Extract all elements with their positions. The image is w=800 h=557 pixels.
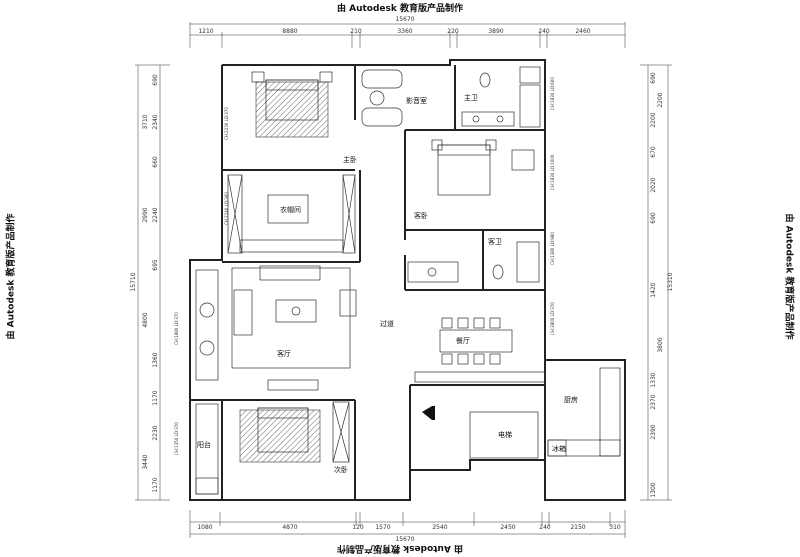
- second-bed: [239, 401, 350, 463]
- guest-bath-fixtures: [407, 241, 540, 283]
- ch-note: CH:1350 LD:370: [174, 422, 179, 455]
- dim-left: 3710: [142, 114, 149, 129]
- dim-left: 2230: [152, 425, 159, 440]
- dim-right: 2200: [657, 92, 664, 107]
- living-furniture: [195, 265, 357, 391]
- dim-bottom: 2540: [432, 524, 447, 531]
- ch-note: CH:3800 LD:370: [550, 302, 555, 335]
- dim-right: 670: [650, 146, 657, 158]
- room-label-living: 客厅: [277, 349, 291, 358]
- dim-bottom: 2150: [570, 524, 585, 531]
- dim-top: 1210: [198, 28, 213, 35]
- master-bath-fixtures: [461, 66, 541, 128]
- room-label-balcony: 阳台: [197, 440, 211, 449]
- dim-bottom: 240: [539, 524, 551, 531]
- room-label-master-bath: 主卫: [464, 93, 478, 102]
- dim-right: 3800: [657, 337, 664, 352]
- dim-left: 2240: [152, 207, 159, 222]
- dim-bottom: 120: [352, 524, 364, 531]
- dim-right: 2200: [650, 112, 657, 127]
- dim-right: 1300: [650, 482, 657, 497]
- right-dimensions: 15310 690 2200 2200 670 2020 690 1420 38…: [640, 64, 674, 501]
- ch-note: CH:1880 LD:370: [174, 312, 179, 345]
- dim-top: 8880: [282, 28, 297, 35]
- top-dimensions: 15670 1210 8880 210 3360 220 3890 240 24…: [189, 16, 626, 48]
- balcony-rail: [195, 403, 219, 495]
- dim-left-total: 15710: [130, 272, 137, 291]
- dim-left: 695: [152, 259, 159, 271]
- dim-left: 1170: [152, 390, 159, 405]
- dim-right: 690: [650, 212, 657, 224]
- dim-right: 2370: [650, 394, 657, 409]
- dining-table: [414, 317, 546, 383]
- room-label-guest-bed: 客卧: [414, 211, 428, 220]
- theater-furniture: [361, 69, 403, 127]
- watermark-top: 由 Autodesk 教育版产品制作: [336, 4, 463, 14]
- dim-right: 1420: [650, 282, 657, 297]
- room-label-master-bed: 主卧: [343, 155, 357, 164]
- dim-top: 3360: [397, 28, 412, 35]
- dim-bottom-total: 15670: [395, 536, 414, 543]
- ceiling-annotations: CH:2230 LD:370 CH:2240 LD:360 CH:1830 LD…: [174, 77, 555, 455]
- dim-top-total: 15670: [395, 16, 414, 23]
- bottom-dimensions: 1080 4870 120 1570 2540 2450 240 2150 31…: [189, 510, 626, 543]
- dim-top: 220: [447, 28, 459, 35]
- ch-note: CH:2230 LD:370: [224, 107, 229, 140]
- dim-top: 210: [350, 28, 362, 35]
- elevator-shaft: [422, 406, 539, 459]
- dim-left: 690: [152, 74, 159, 86]
- dim-left: 2990: [142, 207, 149, 222]
- room-labels: 主卧 衣帽间 影音室 主卫 客卧 客卫 客厅 过道 餐厅 厨房 电梯 阳台 次卧…: [197, 93, 578, 474]
- dim-right: 1330: [650, 372, 657, 387]
- dim-left: 1360: [152, 352, 159, 367]
- room-label-elevator: 电梯: [498, 430, 512, 439]
- room-label-corridor: 过道: [380, 319, 394, 328]
- dim-left: 1170: [152, 477, 159, 492]
- dim-bottom: 4870: [282, 524, 297, 531]
- room-label-second-bed: 次卧: [334, 465, 348, 474]
- room-label-kitchen: 厨房: [564, 395, 578, 404]
- dim-top: 3890: [488, 28, 503, 35]
- dim-bottom: 2450: [500, 524, 515, 531]
- ch-note: CH:1380 LD:980: [550, 232, 555, 265]
- cloak-wardrobes: [227, 174, 356, 254]
- dim-right: 2390: [650, 424, 657, 439]
- dim-bottom: 1080: [197, 524, 212, 531]
- kitchen-counters: [547, 367, 621, 457]
- interior-walls: [189, 65, 546, 500]
- dim-right: 2020: [650, 177, 657, 192]
- guest-bed: [431, 139, 535, 196]
- dim-left: 660: [152, 156, 159, 168]
- room-label-fridge: 冰箱: [552, 444, 566, 453]
- dim-top: 2460: [575, 28, 590, 35]
- left-dimensions: 15710 690 3710 2340 660 2990 2240 695 48…: [130, 64, 170, 501]
- dim-bottom: 310: [609, 524, 621, 531]
- dim-top: 240: [538, 28, 550, 35]
- dim-bottom: 1570: [375, 524, 390, 531]
- room-label-guest-bath: 客卫: [488, 237, 502, 246]
- dim-right: 690: [650, 72, 657, 84]
- ch-note: CH:1830 LD:600: [550, 77, 555, 110]
- room-label-dining: 餐厅: [456, 336, 470, 345]
- room-label-cloak: 衣帽间: [280, 205, 301, 214]
- master-bed: [251, 71, 333, 138]
- ch-note: CH:2240 LD:360: [224, 192, 229, 225]
- dim-right-total: 15310: [667, 272, 674, 291]
- dim-left: 3440: [142, 454, 149, 469]
- dim-left: 4800: [142, 312, 149, 327]
- ch-note: CH:1830 LD:1000: [550, 154, 555, 190]
- room-label-theater: 影音室: [406, 96, 427, 105]
- dim-left: 2340: [152, 114, 159, 129]
